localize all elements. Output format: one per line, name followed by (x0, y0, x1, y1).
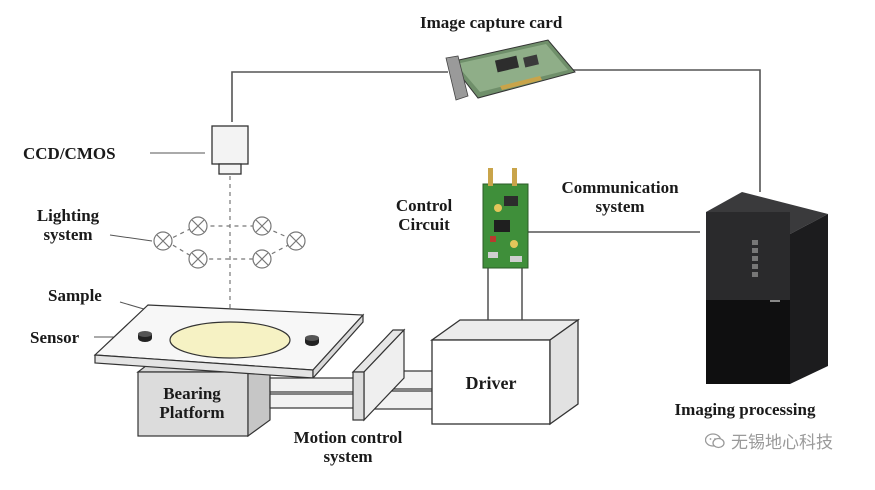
motion-control-plate (351, 328, 406, 422)
motion-control-label-line2: system (323, 447, 373, 466)
wechat-icon (705, 432, 725, 448)
sensor-right (305, 335, 319, 346)
sample-disc (169, 321, 291, 359)
sensor-left (138, 331, 152, 342)
ccd-cmos-label: CCD/CMOS (23, 144, 116, 163)
control-circuit-label-line1: Control (395, 196, 453, 215)
lighting-system-label-line1: Lighting (36, 206, 100, 225)
lighting-system-graphic (153, 216, 306, 269)
imaging-processing-label: Imaging processing system (640, 400, 850, 438)
wire-capture-card-to-pc (570, 69, 761, 192)
lamp-bottom-right (252, 249, 272, 269)
wire-camera-to-capture-card (231, 71, 448, 122)
bearing-platform-label: Bearing Platform (140, 384, 244, 422)
image-capture-card-graphic (445, 39, 576, 101)
image-capture-card-label: Image capture card (420, 13, 563, 32)
bearing-platform-label-line1: Bearing (163, 384, 221, 403)
control-circuit-board (482, 168, 529, 269)
watermark: 无锡地心科技 (705, 428, 833, 453)
sensor-label: Sensor (30, 328, 80, 347)
lamp-right (286, 231, 306, 251)
lamp-left (153, 231, 173, 251)
communication-system-label-line1: Communication (561, 178, 679, 197)
control-circuit-label-line2: Circuit (398, 215, 450, 234)
lighting-system-label-line2: system (43, 225, 93, 244)
control-circuit-label: Control Circuit (378, 196, 470, 234)
lamp-bottom-left (188, 249, 208, 269)
sample-label: Sample (48, 286, 102, 305)
watermark-text: 无锡地心科技 (731, 433, 833, 453)
driver-label: Driver (465, 373, 517, 393)
lamp-top-right (252, 216, 272, 236)
driver-box (429, 318, 581, 426)
computer-tower (706, 192, 828, 384)
communication-system-label-line2: system (595, 197, 645, 216)
motion-control-label-line1: Motion control (293, 428, 403, 447)
communication-system-label: Communication system (540, 178, 700, 216)
imaging-processing-label-line1: Imaging processing (674, 400, 816, 419)
motion-control-label: Motion control system (268, 428, 428, 466)
wires-driver-to-circuit (487, 268, 523, 320)
ccd-cmos-camera (211, 125, 249, 175)
lamp-top-left (188, 216, 208, 236)
bearing-platform-label-line2: Platform (159, 403, 225, 422)
lighting-system-label: Lighting system (28, 206, 108, 244)
wire-lighting-label-leader (109, 234, 153, 242)
